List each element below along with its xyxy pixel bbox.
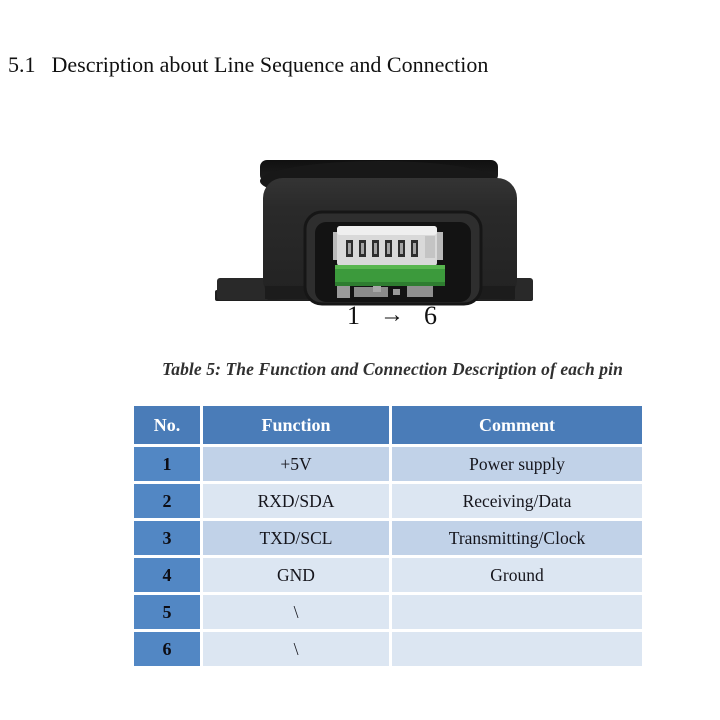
column-header-no: No.: [134, 406, 200, 444]
table-row: 5\: [134, 595, 642, 629]
pin-function-cell: +5V: [203, 447, 389, 481]
section-number: 5.1: [8, 52, 36, 77]
pin-end-number: 6: [424, 301, 437, 330]
pin-function-cell: GND: [203, 558, 389, 592]
section-title: Description about Line Sequence and Conn…: [51, 52, 489, 77]
column-header-comment: Comment: [392, 406, 642, 444]
section-heading: 5.1 Description about Line Sequence and C…: [8, 52, 488, 78]
device-figure: [215, 140, 535, 310]
right-mount-flange: [513, 278, 533, 300]
pin-function-cell: RXD/SDA: [203, 484, 389, 518]
pin-number-cell: 2: [134, 484, 200, 518]
pin-comment-cell: Receiving/Data: [392, 484, 642, 518]
pin-number-cell: 4: [134, 558, 200, 592]
pin-comment-cell: Transmitting/Clock: [392, 521, 642, 555]
pin-start-number: 1: [347, 301, 360, 330]
jst-connector: [333, 226, 443, 266]
pin-number-cell: 5: [134, 595, 200, 629]
pin-comment-cell: [392, 595, 642, 629]
solder-pads: [337, 286, 433, 298]
connector-pin-slots: [346, 240, 418, 257]
pin-comment-cell: Power supply: [392, 447, 642, 481]
table-row: 6\: [134, 632, 642, 666]
pin-function-cell: TXD/SCL: [203, 521, 389, 555]
pin-order-label: 1 → 6: [307, 301, 477, 331]
column-header-function: Function: [203, 406, 389, 444]
pin-number-cell: 1: [134, 447, 200, 481]
pcb-board: [335, 265, 445, 286]
pin-comment-cell: [392, 632, 642, 666]
pin-function-cell: \: [203, 595, 389, 629]
right-arrow-icon: →: [380, 301, 404, 328]
pin-number-cell: 6: [134, 632, 200, 666]
left-mount-flange: [217, 278, 269, 300]
table-caption: Table 5: The Function and Connection Des…: [162, 359, 623, 379]
pin-comment-cell: Ground: [392, 558, 642, 592]
pin-function-cell: \: [203, 632, 389, 666]
pin-number-cell: 3: [134, 521, 200, 555]
sensor-bottom-view-image: [215, 160, 533, 306]
